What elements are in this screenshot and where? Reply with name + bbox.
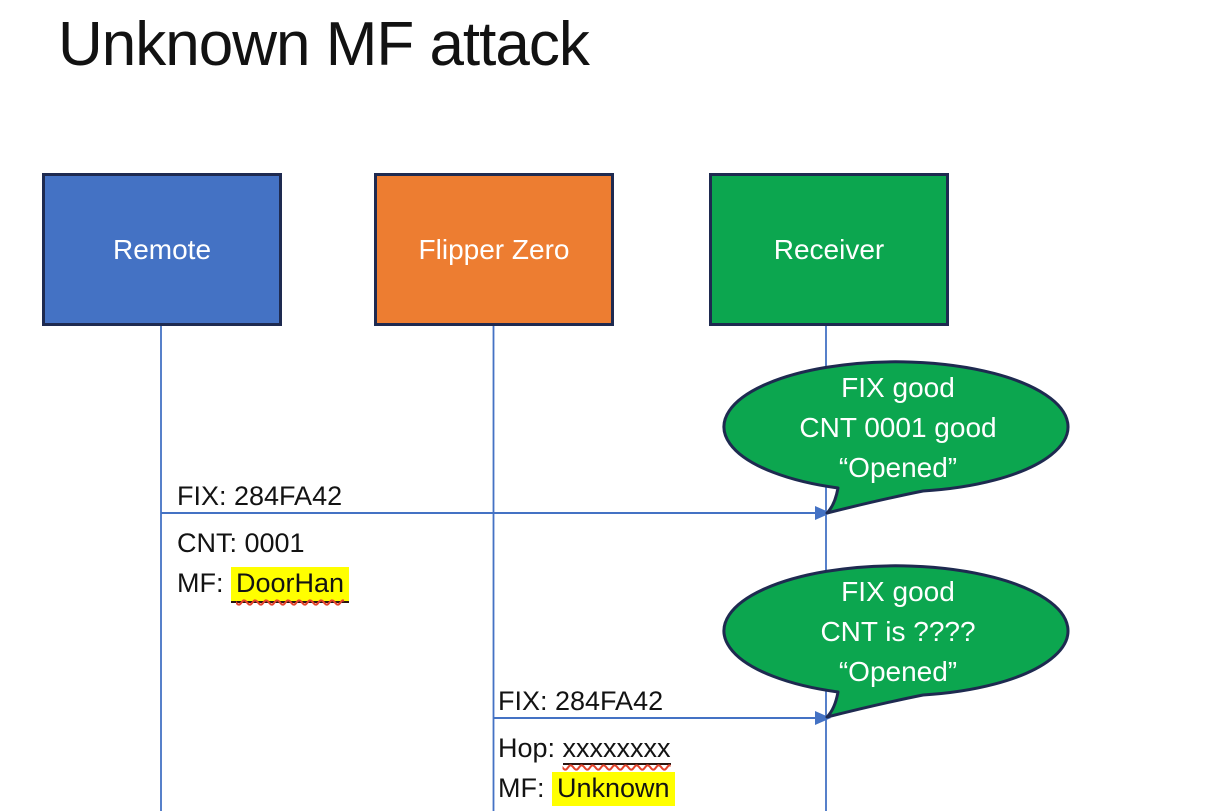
speech-bubble-2: [722, 564, 1070, 719]
message-arrow-2-head: [815, 711, 831, 725]
callout-1-text: FIX good CNT 0001 good “Opened”: [726, 368, 1070, 488]
callout-2-text: FIX good CNT is ???? “Opened”: [726, 572, 1070, 692]
callout-2-line-2: CNT is ????: [820, 616, 976, 647]
underlined-value-hop: xxxxxxxx: [562, 733, 671, 765]
actor-label-flipper-zero: Flipper Zero: [418, 233, 570, 265]
callout-1-line-1: FIX good: [841, 372, 955, 403]
slide-title: Unknown MF attack: [58, 10, 590, 79]
callout-2-line-1: FIX good: [841, 576, 955, 607]
message-arrow-flipper-to-receiver: [493, 711, 831, 725]
message-2-mf: MF: Unknown: [498, 768, 675, 808]
message-arrow-remote-to-receiver: [161, 506, 831, 520]
highlighted-value-unknown: Unknown: [552, 772, 675, 806]
speech-bubble-1: [722, 360, 1070, 515]
actor-label-receiver: Receiver: [773, 233, 885, 265]
message-2-hop: Hop: xxxxxxxx: [498, 733, 671, 765]
callout-2-line-3: “Opened”: [838, 656, 958, 687]
actor-box-flipper-zero: Flipper Zero: [374, 173, 614, 326]
callout-1-line-2: CNT 0001 good: [799, 412, 997, 443]
message-2-fix: FIX: 284FA42: [498, 686, 664, 716]
highlighted-value-doorhan: DoorHan: [231, 567, 350, 603]
message-2-labels: FIX: 284FA42 Hop: xxxxxxxx MF: Unknown: [498, 681, 675, 808]
callout-1-line-3: “Opened”: [838, 452, 958, 483]
actor-box-remote: Remote: [42, 173, 282, 326]
actor-box-receiver: Receiver: [709, 173, 949, 326]
actor-label-remote: Remote: [112, 233, 212, 265]
message-1-labels: FIX: 284FA42 CNT: 0001 MF: DoorHan: [177, 476, 350, 603]
message-1-cnt: CNT: 0001: [177, 528, 305, 558]
message-1-mf: MF: DoorHan: [177, 563, 350, 603]
message-1-fix: FIX: 284FA42: [177, 481, 343, 511]
message-arrow-1-head: [815, 506, 831, 520]
